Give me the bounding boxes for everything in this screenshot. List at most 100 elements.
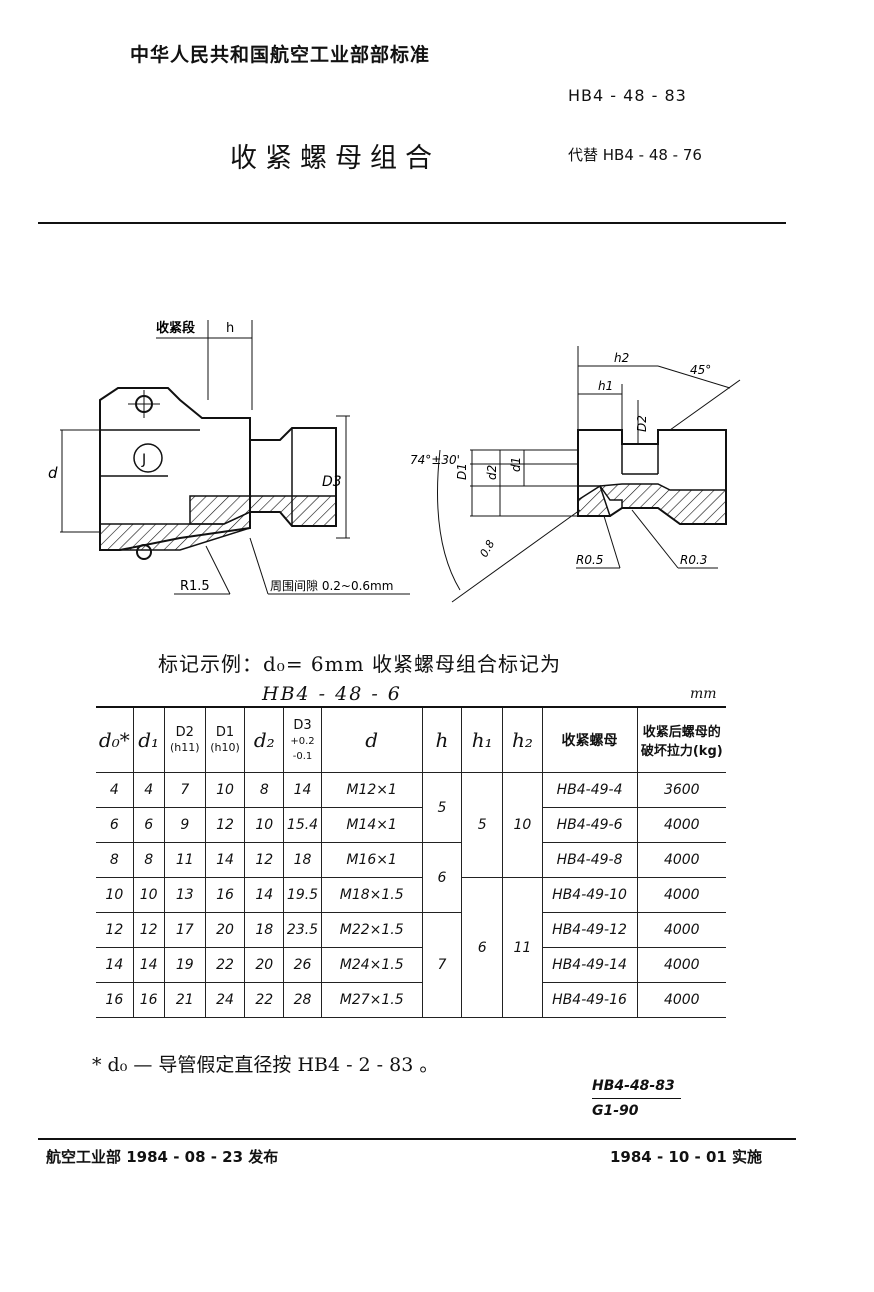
cell-d2: 20	[244, 947, 285, 983]
cell-force: 4000	[636, 982, 726, 1018]
document-title: 收紧螺母组合	[230, 143, 440, 174]
table-row: 4 4 7 10 8 14 M12×1 5 5 10 HB4-49-4 3600	[96, 772, 726, 878]
cell-force: 4000	[636, 807, 726, 843]
cell-nut: HB4-49-12	[541, 912, 638, 948]
cell-D2: 17	[163, 912, 206, 948]
header-rule	[38, 222, 786, 224]
table-row: 10 10 13 16 14 19.5 M18×1.5 6 11 HB4-49-…	[96, 877, 726, 1018]
h-label: h	[226, 321, 234, 336]
col-h2: h₂	[502, 706, 543, 773]
chamfer-08-label: 0.8	[477, 538, 497, 560]
R15-label: R1.5	[180, 579, 210, 594]
cell-D1: 20	[204, 912, 246, 948]
cell-d2: 18	[244, 912, 285, 948]
cell-d1: 14	[132, 947, 165, 983]
col-d1: d₁	[132, 706, 165, 773]
col-nut: 收紧螺母	[541, 706, 638, 773]
table-row: 14 14 19 22 20 26 M24×1.5 HB4-49-14 4000	[96, 947, 726, 983]
footer-rule	[38, 1138, 796, 1140]
cell-d: M24×1.5	[320, 947, 423, 983]
cell-D2: 7	[163, 772, 206, 808]
assembly-drawing: 收紧段 h J d D3 R1.5 周围间隙 0.2~0.6mm	[48, 320, 410, 595]
cell-d2: 10	[244, 807, 285, 843]
cell-d2: 14	[244, 877, 285, 913]
cell-h1: 6	[461, 877, 504, 1018]
table-row: 6 6 9 12 10 15.4 M14×1 HB4-49-6 4000	[96, 807, 726, 843]
cell-D3: 26	[283, 947, 322, 983]
issuing-organization: 中华人民共和国航空工业部部标准	[130, 44, 431, 66]
cell-D1: 16	[204, 877, 246, 913]
cell-d0: 16	[96, 982, 134, 1018]
cell-D1: 22	[204, 947, 246, 983]
cell-force: 3600	[636, 772, 726, 808]
cell-nut: HB4-49-6	[541, 807, 638, 843]
cell-h2: 10	[502, 772, 543, 878]
fitting-detail-drawing: h2 h1 45° D2 74°±30' D1 d2 d1 0.8 R0.5 R…	[410, 346, 741, 603]
cell-h1: 5	[461, 772, 504, 878]
cell-D1: 14	[204, 842, 246, 878]
unit-label: mm	[690, 686, 717, 702]
cell-d0: 12	[96, 912, 134, 948]
cell-force: 4000	[636, 877, 726, 913]
issue-date: 航空工业部 1984 - 08 - 23 发布	[46, 1148, 279, 1166]
cell-d0: 10	[96, 877, 134, 913]
cell-d: M22×1.5	[320, 912, 423, 948]
footnote: * d₀ — 导管假定直径按 HB4 - 2 - 83 。	[92, 1054, 439, 1076]
col-d: d	[320, 706, 423, 773]
table-header-row: d₀* d₁ D2(h11) D1(h10) d₂ D3+0.2-0.1 d h…	[96, 706, 726, 773]
cell-d0: 4	[96, 772, 134, 808]
cell-d0: 6	[96, 807, 134, 843]
cell-d1: 4	[132, 772, 165, 808]
handwritten-note: HB4-48-83 G1-90	[592, 1074, 681, 1123]
cell-d: M27×1.5	[320, 982, 423, 1018]
cell-h: 6	[421, 842, 463, 913]
tighten-section-label: 收紧段	[156, 320, 195, 336]
cell-D1: 24	[204, 982, 246, 1018]
cell-D2: 9	[163, 807, 206, 843]
clearance-label: 周围间隙 0.2~0.6mm	[270, 579, 393, 593]
handwritten-note-line1: HB4-48-83	[592, 1074, 681, 1099]
cell-D2: 13	[163, 877, 206, 913]
cell-D3: 19.5	[283, 877, 322, 913]
cell-force: 4000	[636, 912, 726, 948]
marking-example-text: 标记示例：d₀= 6mm 收紧螺母组合标记为	[158, 652, 561, 676]
col-D1: D1(h10)	[204, 706, 246, 773]
replaces-standard: 代替 HB4 - 48 - 76	[568, 146, 702, 164]
col-h: h	[421, 706, 463, 773]
cell-force: 4000	[636, 947, 726, 983]
standard-number: HB4 - 48 - 83	[568, 86, 687, 105]
d-dimension-label: d	[48, 464, 58, 482]
cell-d1: 8	[132, 842, 165, 878]
cell-nut: HB4-49-4	[541, 772, 638, 808]
cell-D2: 19	[163, 947, 206, 983]
table-row: 12 12 17 20 18 23.5 M22×1.5 7 HB4-49-12 …	[96, 912, 726, 1018]
cell-d: M12×1	[320, 772, 423, 808]
detail-J-label: J	[141, 452, 146, 468]
col-d2: d₂	[244, 706, 285, 773]
angle-45-label: 45°	[690, 363, 711, 377]
cell-force: 4000	[636, 842, 726, 878]
cell-D3: 18	[283, 842, 322, 878]
cell-D2: 21	[163, 982, 206, 1018]
dimension-table: d₀* d₁ D2(h11) D1(h10) d₂ D3+0.2-0.1 d h…	[96, 706, 726, 1018]
cell-d: M18×1.5	[320, 877, 423, 913]
cell-h: 7	[421, 912, 463, 1018]
R05-label: R0.5	[576, 553, 603, 567]
h2-label: h2	[614, 351, 629, 365]
cell-nut: HB4-49-14	[541, 947, 638, 983]
cell-d0: 8	[96, 842, 134, 878]
h1-label: h1	[598, 379, 613, 393]
cell-d1: 10	[132, 877, 165, 913]
d1-label: d1	[509, 457, 523, 472]
cell-D3: 14	[283, 772, 322, 808]
cell-d0: 14	[96, 947, 134, 983]
effective-date: 1984 - 10 - 01 实施	[610, 1148, 763, 1166]
table-row: 8 8 11 14 12 18 M16×1 6 HB4-49-8 4000	[96, 842, 726, 913]
col-force: 收紧后螺母的破坏拉力(kg)	[636, 706, 726, 773]
cell-d1: 12	[132, 912, 165, 948]
d2-label: d2	[485, 465, 499, 480]
cell-d1: 16	[132, 982, 165, 1018]
D3-dimension-label: D3	[322, 474, 342, 490]
marking-example-code: HB4 - 48 - 6	[262, 683, 402, 705]
table-row: 16 16 21 24 22 28 M27×1.5 HB4-49-16 4000	[96, 982, 726, 1018]
